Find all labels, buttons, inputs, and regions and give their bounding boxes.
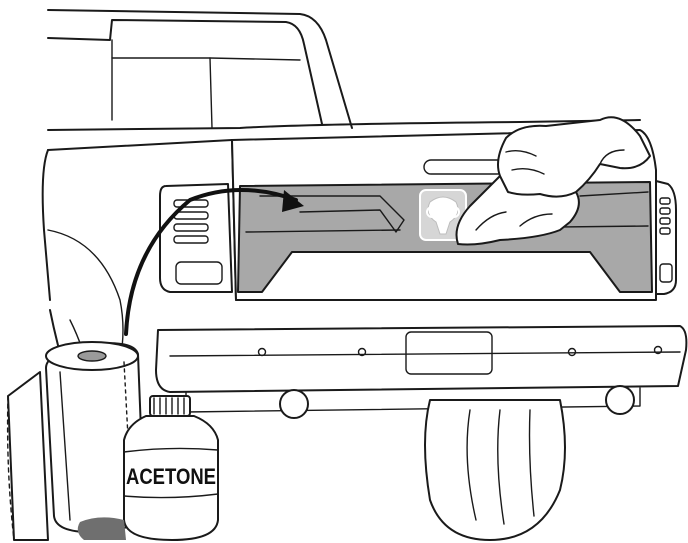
rear-bumper (156, 326, 686, 418)
bottle-label: ACETONE (126, 464, 216, 489)
spill-shadow (78, 517, 126, 540)
left-tail-light (160, 184, 232, 292)
rear-tire (425, 400, 565, 540)
